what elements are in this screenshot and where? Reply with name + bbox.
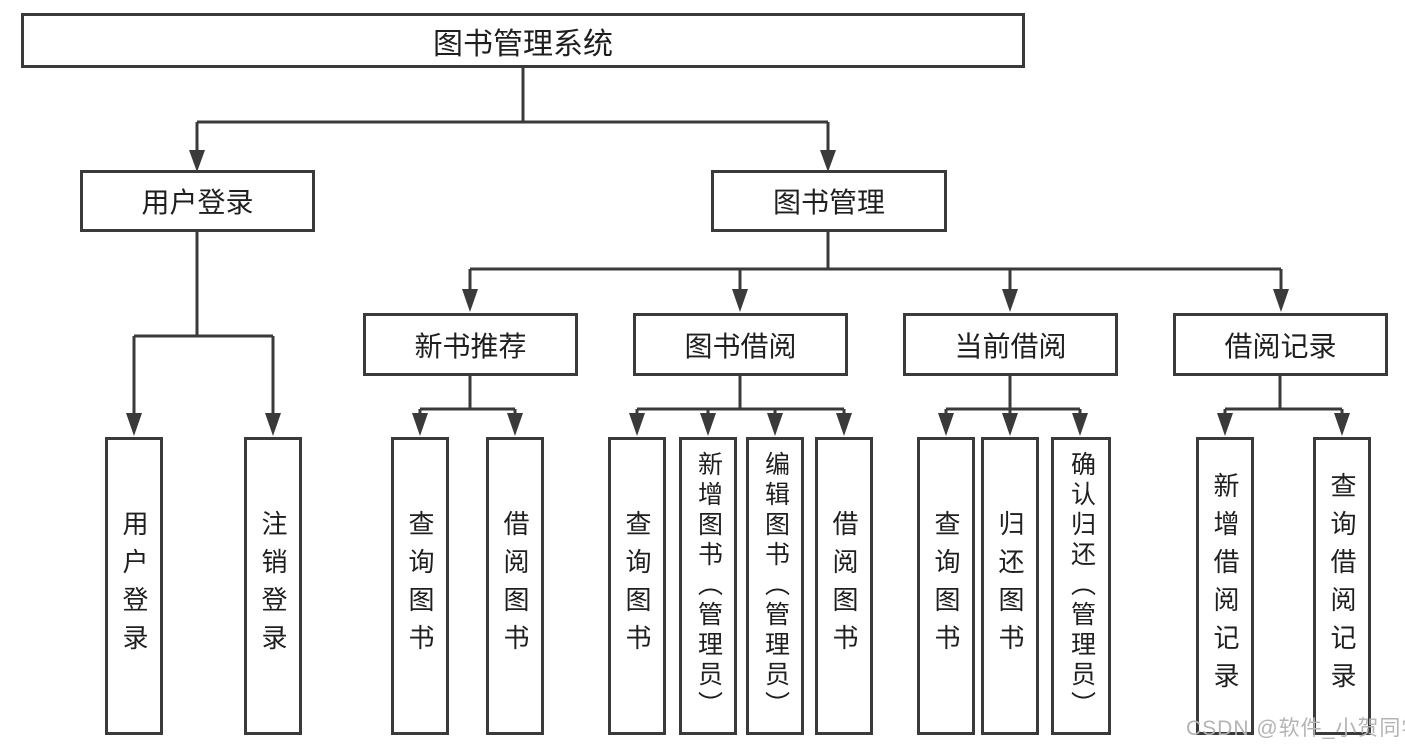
book-management-children-connector bbox=[462, 232, 1289, 312]
node-new-book-recommend-label: 新书推荐 bbox=[414, 330, 527, 362]
node-current-borrow: 当前借阅 bbox=[903, 313, 1118, 376]
node-user-login-label: 用户登录 bbox=[141, 187, 254, 218]
node-user-login-leaf-label: 用户登录 bbox=[119, 510, 149, 662]
node-user-login: 用户登录 bbox=[80, 170, 315, 232]
node-book-borrow-label: 图书借阅 bbox=[684, 330, 797, 362]
node-edit-books-admin-label: 编辑图书（管理员） bbox=[761, 451, 790, 721]
node-user-login-leaf: 用户登录 bbox=[105, 437, 163, 735]
current-borrow-children-connector bbox=[938, 376, 1088, 436]
node-add-borrow-record-label: 新增借阅记录 bbox=[1210, 472, 1240, 700]
node-borrow-query-books-label: 查询图书 bbox=[622, 510, 652, 662]
node-book-management-label: 图书管理 bbox=[772, 187, 885, 218]
user-login-children-connector bbox=[126, 232, 281, 436]
borrow-record-children-connector bbox=[1217, 376, 1350, 436]
node-return-books-label: 归还图书 bbox=[995, 510, 1025, 662]
node-confirm-return-admin-label: 确认归还（管理员） bbox=[1067, 451, 1096, 721]
node-confirm-return-admin: 确认归还（管理员） bbox=[1051, 437, 1111, 735]
node-logout: 注销登录 bbox=[244, 437, 302, 735]
node-recommend-query-books: 查询图书 bbox=[391, 437, 449, 735]
node-logout-label: 注销登录 bbox=[258, 510, 288, 662]
node-edit-books-admin: 编辑图书（管理员） bbox=[746, 437, 804, 735]
node-borrow-books-leaf: 借阅图书 bbox=[815, 437, 873, 735]
node-query-borrow-record-label: 查询借阅记录 bbox=[1327, 472, 1357, 700]
node-current-query-books-label: 查询图书 bbox=[931, 510, 961, 662]
node-borrow-query-books: 查询图书 bbox=[608, 437, 666, 735]
new-book-children-connector bbox=[412, 376, 523, 436]
node-add-books-admin-label: 新增图书（管理员） bbox=[694, 451, 723, 721]
node-root-label: 图书管理系统 bbox=[433, 27, 613, 61]
node-recommend-borrow-books-label: 借阅图书 bbox=[500, 510, 530, 662]
node-borrow-books-leaf-label: 借阅图书 bbox=[829, 510, 859, 662]
csdn-watermark: CSDN @软件_小贺同学 bbox=[1186, 717, 1405, 740]
node-query-borrow-record: 查询借阅记录 bbox=[1313, 437, 1371, 735]
node-book-borrow: 图书借阅 bbox=[633, 313, 848, 376]
node-current-borrow-label: 当前借阅 bbox=[954, 330, 1067, 362]
node-book-management: 图书管理 bbox=[711, 170, 947, 232]
node-recommend-borrow-books: 借阅图书 bbox=[486, 437, 544, 735]
node-borrow-record: 借阅记录 bbox=[1173, 313, 1388, 376]
node-new-book-recommend: 新书推荐 bbox=[363, 313, 578, 376]
node-borrow-record-label: 借阅记录 bbox=[1224, 330, 1337, 362]
node-return-books: 归还图书 bbox=[981, 437, 1039, 735]
node-recommend-query-books-label: 查询图书 bbox=[405, 510, 435, 662]
book-borrow-children-connector bbox=[629, 376, 852, 436]
node-add-borrow-record: 新增借阅记录 bbox=[1196, 437, 1254, 735]
node-root: 图书管理系统 bbox=[21, 13, 1025, 68]
node-add-books-admin: 新增图书（管理员） bbox=[679, 437, 737, 735]
node-current-query-books: 查询图书 bbox=[917, 437, 975, 735]
root-to-level2-connector bbox=[189, 68, 836, 172]
